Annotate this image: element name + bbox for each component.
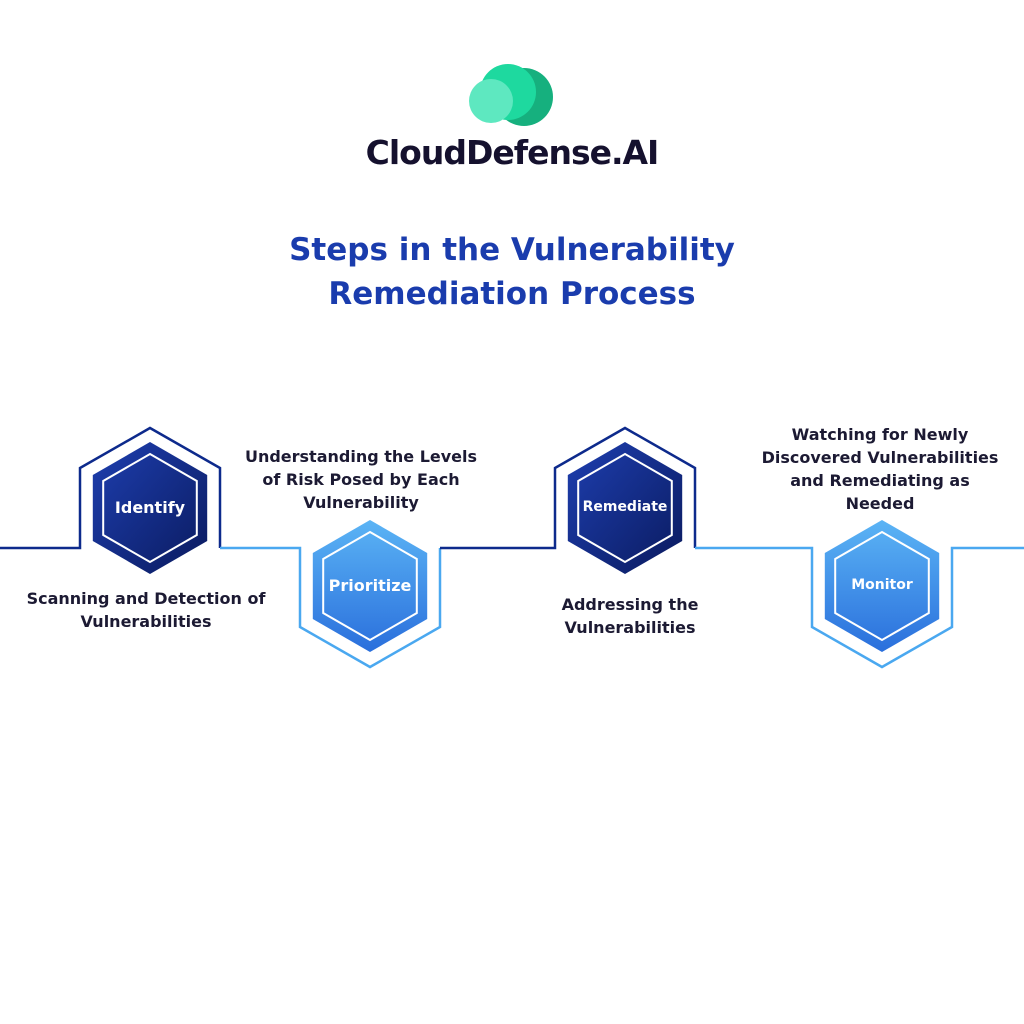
flow-line-segment <box>440 426 697 550</box>
step-description-remediate: Addressing the Vulnerabilities <box>561 595 699 637</box>
step-hexagon <box>567 442 683 574</box>
title-line-1: Steps in the Vulnerability <box>289 232 735 268</box>
step-hexagon-inner-outline <box>577 452 673 564</box>
flow-line-segment <box>220 546 442 669</box>
step-description-identify: Scanning and Detection of Vulnerabilitie… <box>26 589 266 631</box>
step-label-prioritize: Prioritize <box>328 576 412 595</box>
brand-name: CloudDefense.AI <box>365 133 660 172</box>
step-hexagon <box>92 442 208 574</box>
step-hexagon <box>312 520 428 652</box>
step-description-monitor: Watching for Newly Discovered Vulnerabil… <box>761 425 999 513</box>
flow-line-segment <box>0 426 222 550</box>
step-label-remediate: Remediate <box>582 499 668 515</box>
page-title: Steps in the Vulnerability Remediation P… <box>0 228 1024 316</box>
flow-line-segment <box>695 546 1024 669</box>
logo-icon <box>469 64 553 126</box>
step-hexagon-inner-outline <box>102 452 198 564</box>
step-description-prioritize: Understanding the Levels of Risk Posed b… <box>244 447 478 512</box>
title-line-2: Remediation Process <box>328 276 696 312</box>
step-label-identify: Identify <box>114 498 186 517</box>
step-hexagon-inner-outline <box>322 530 418 642</box>
step-hexagon <box>824 520 940 652</box>
step-hexagon-inner-outline <box>834 530 930 642</box>
step-label-monitor: Monitor <box>851 577 913 593</box>
